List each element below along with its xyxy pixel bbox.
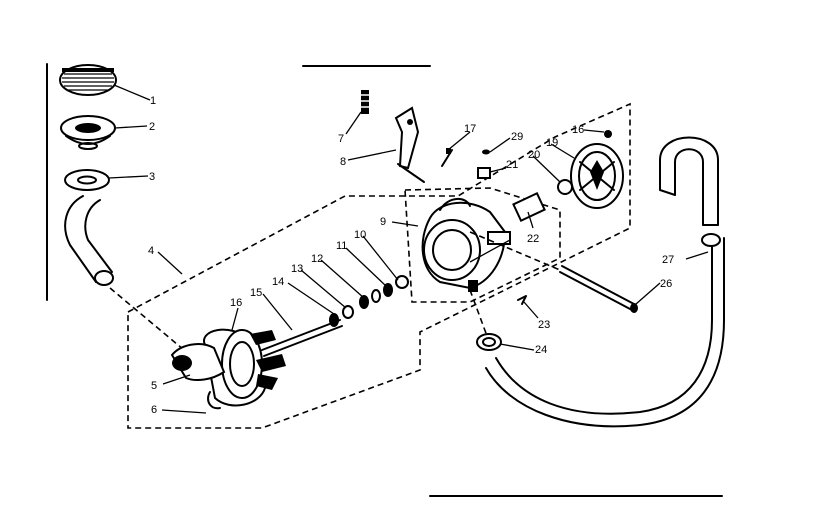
frame-lines [46, 63, 723, 497]
callout-11: 11 [336, 240, 347, 252]
callout-6: 6 [151, 404, 157, 416]
callout-4: 4 [148, 245, 154, 257]
callout-16-housing: 16 [230, 297, 242, 309]
callout-19: 19 [546, 137, 558, 149]
callout-13: 13 [291, 263, 303, 275]
callout-24: 24 [535, 344, 547, 356]
callout-labels: 1 2 3 4 5 6 7 8 9 10 11 12 13 14 15 16 1… [148, 95, 674, 416]
callout-23: 23 [538, 319, 550, 331]
callout-9: 9 [380, 216, 386, 228]
assembly-outline [127, 102, 631, 429]
part-drive-housing [421, 198, 511, 292]
callout-12: 12 [311, 253, 323, 265]
part-pulley [557, 130, 624, 209]
callout-1: 1 [150, 95, 156, 107]
callout-20: 20 [528, 149, 540, 161]
callout-5: 5 [151, 380, 157, 392]
callout-29: 29 [511, 131, 523, 143]
assembly-guide-line [109, 287, 191, 356]
part-small-fittings [441, 148, 546, 222]
callout-26: 26 [660, 278, 672, 290]
callout-22: 22 [527, 233, 539, 245]
callout-8: 8 [340, 156, 346, 168]
part-inlet-hose [64, 195, 114, 286]
part-rod [469, 231, 638, 313]
part-strainer-cap [59, 64, 117, 96]
leader-lines [108, 84, 709, 414]
part-spring [361, 90, 369, 114]
part-flange [60, 115, 116, 150]
callout-27: 27 [662, 254, 674, 266]
callout-10: 10 [354, 229, 366, 241]
part-outlet-hose [485, 136, 725, 428]
part-gasket [64, 169, 110, 191]
part-pump-housing [170, 328, 267, 410]
callout-15: 15 [250, 287, 262, 299]
callout-21: 21 [506, 159, 518, 171]
part-hose-clamp [469, 289, 502, 351]
callout-7: 7 [338, 133, 344, 145]
callout-14: 14 [272, 276, 284, 288]
part-clip [517, 295, 527, 305]
callout-17: 17 [464, 123, 476, 135]
part-seals-washers [329, 275, 409, 327]
part-impeller-shaft [250, 319, 343, 390]
callout-3: 3 [149, 171, 155, 183]
callout-16-top: 16 [572, 124, 584, 136]
callout-2: 2 [149, 121, 155, 133]
part-lever [394, 106, 425, 183]
